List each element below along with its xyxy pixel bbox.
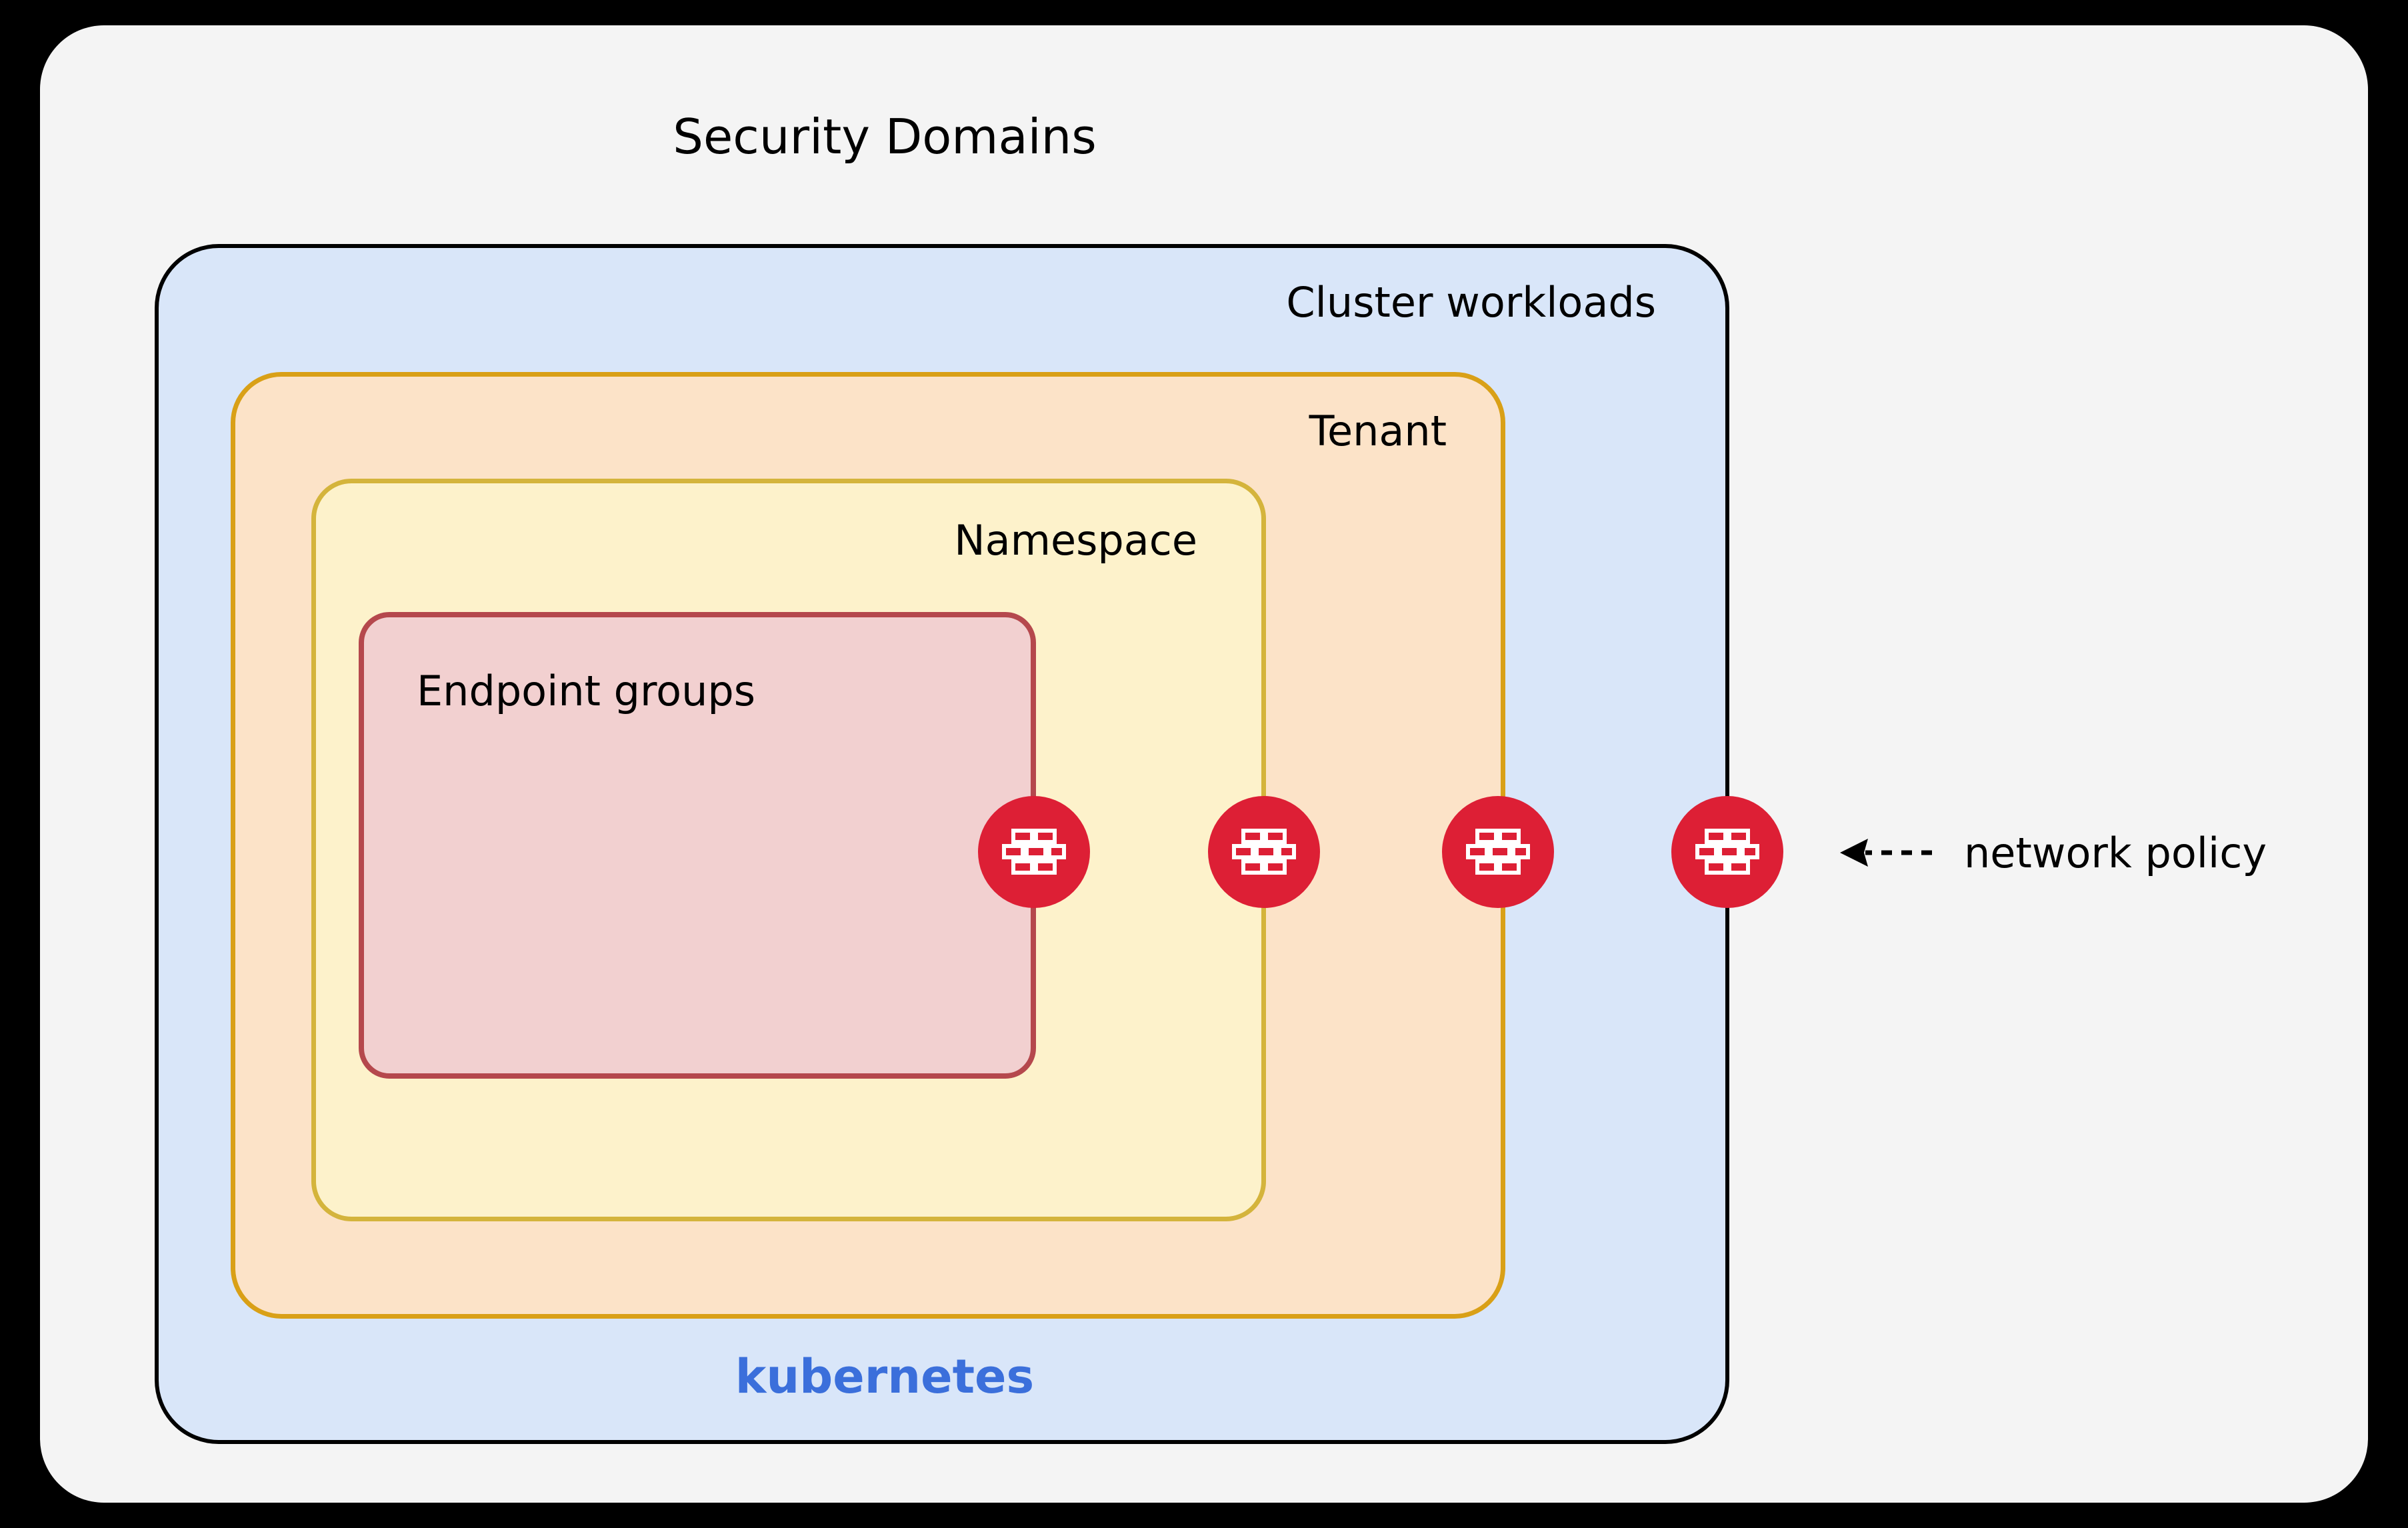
domain-label-namespace: Namespace	[954, 516, 1197, 565]
security-domains-panel: Security Domains Cluster workloads Tenan…	[40, 25, 2368, 1503]
domain-box-endpoint-groups	[359, 612, 1036, 1079]
network-policy-label: network policy	[1964, 828, 2267, 877]
firewall-icon-tenant	[1442, 796, 1554, 908]
domain-label-tenant: Tenant	[1309, 407, 1447, 455]
firewall-icon-namespace	[1208, 796, 1320, 908]
firewall-icon-cluster	[1671, 796, 1783, 908]
network-policy-annotation: network policy	[1833, 823, 2267, 883]
domain-label-endpoint-groups: Endpoint groups	[417, 667, 756, 715]
domain-label-cluster-workloads: Cluster workloads	[1286, 278, 1656, 327]
page-title: Security Domains	[673, 109, 1097, 165]
firewall-icon-endpoint-groups	[978, 796, 1090, 908]
dashed-arrow-left-icon	[1833, 833, 1933, 873]
kubernetes-label: kubernetes	[735, 1349, 1035, 1404]
